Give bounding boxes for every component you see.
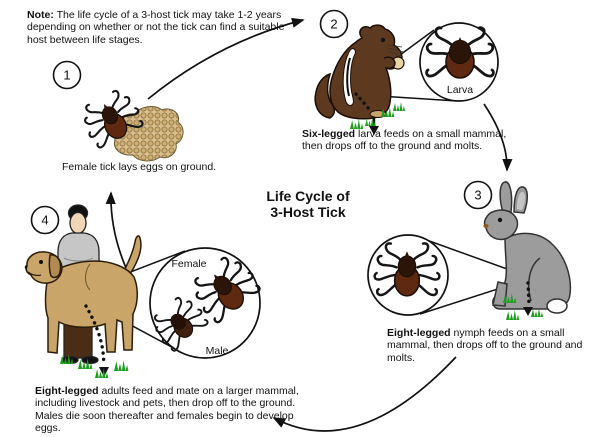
ticks-on-chipmunk [354, 92, 372, 112]
diagram-title: Life Cycle of 3-Host Tick [266, 188, 350, 220]
dog [24, 235, 142, 354]
dog-ear [48, 254, 62, 279]
rabbit-ear-inner [517, 191, 526, 210]
rabbit-tail [546, 298, 568, 314]
rabbit [483, 181, 572, 314]
dog-nose [24, 265, 27, 270]
ticks-dropping-off-dog [84, 304, 106, 366]
stage4-circle [30, 205, 60, 235]
chipmunk-body [329, 24, 403, 120]
dog-mouth [27, 271, 42, 276]
stage3-art [367, 181, 572, 320]
dog-tail [122, 235, 142, 275]
stage4-art [24, 204, 263, 378]
rabbit-haunch [528, 257, 541, 302]
stage3-circle [463, 180, 493, 210]
chipmunk-whiskers [386, 44, 405, 58]
chipmunk-arm [383, 56, 396, 69]
arrow-stage4-to-stage1 [105, 191, 127, 269]
stage2-circle [319, 9, 349, 39]
chipmunk-eye [380, 37, 386, 43]
egg-mass [113, 106, 184, 162]
cycle-arrows [105, 17, 513, 432]
rabbit-nose [483, 224, 489, 228]
stage1-number: 1 [63, 67, 71, 83]
note-text: Note: The life cycle of a 3-host tick ma… [27, 9, 285, 46]
stage1-art [77, 85, 184, 162]
arrow-stage2-to-stage3 [483, 103, 513, 172]
female-label: Female [171, 257, 207, 270]
stage4-number: 4 [41, 212, 49, 228]
person-face [69, 211, 87, 235]
chipmunk-stripe [342, 48, 356, 106]
stage2-caption: Six-legged larva feeds on a small mammal… [302, 128, 507, 153]
drop-arrow-stage2 [369, 126, 379, 135]
stage4-caption: Eight-legged adults feed and mate on a l… [35, 385, 299, 435]
rabbit-ear-left [499, 181, 513, 214]
rabbit-head [483, 209, 519, 241]
arrow-stage3-to-stage4 [272, 356, 457, 432]
stage2-number: 2 [330, 16, 338, 32]
male-label: Male [205, 344, 229, 357]
larva-label: Larva [446, 83, 474, 96]
rabbit-eye [497, 217, 503, 223]
person-shoe [81, 355, 99, 365]
dog-eye [39, 260, 43, 264]
stage3-number: 3 [474, 187, 482, 203]
stage1-caption: Female tick lays eggs on ground. [62, 161, 217, 173]
stage2-art [314, 22, 499, 135]
note-label: Note: [27, 9, 54, 21]
stage1-circle [52, 60, 82, 90]
arrow-stage1-to-stage2 [147, 17, 305, 100]
stage3-caption: Eight-legged nymph feeds on a small mamm… [387, 327, 583, 364]
stage-circles [30, 9, 493, 235]
chipmunk [314, 24, 405, 120]
drop-arrow-stage3 [523, 307, 533, 316]
rabbit-front-leg [492, 281, 508, 307]
ticks-on-rabbit [526, 281, 531, 305]
